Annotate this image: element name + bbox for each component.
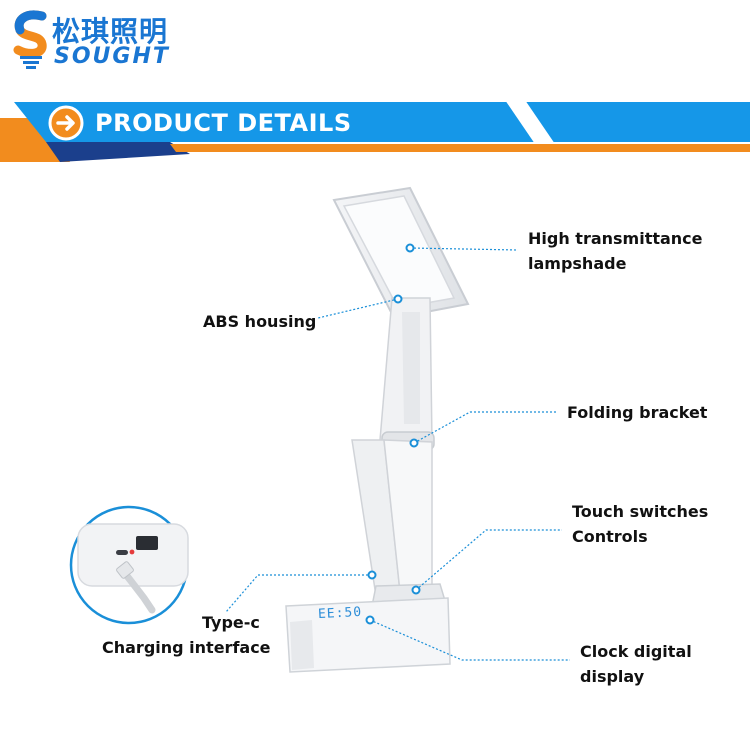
callout-dot (411, 585, 421, 595)
callout-dot (405, 243, 415, 253)
brand-name-cn: 松琪照明 (52, 15, 169, 48)
label-touch: Touch switches Controls (572, 499, 708, 549)
label-lampshade: High transmittance lampshade (528, 226, 703, 276)
callout-dot (365, 615, 375, 625)
callout-dot (393, 294, 403, 304)
callout-dot (367, 570, 377, 580)
label-clock-line1: Clock digital (580, 642, 692, 661)
label-typec-line2: Charging interface (102, 638, 271, 657)
brand-name-en: SOUGHT (54, 44, 170, 69)
label-lampshade-line1: High transmittance (528, 229, 703, 248)
section-banner (0, 100, 750, 162)
brand-logo-icon (13, 10, 47, 69)
label-housing: ABS housing (203, 312, 317, 331)
typec-inset (69, 505, 189, 625)
callout-dot (409, 438, 419, 448)
label-touch-line1: Touch switches (572, 502, 709, 521)
label-clock: Clock digital display (580, 639, 692, 689)
label-lampshade-line2: lampshade (528, 254, 627, 273)
label-typec-line1: Type-c (202, 613, 260, 632)
label-bracket: Folding bracket (567, 403, 708, 422)
banner-title: PRODUCT DETAILS (95, 109, 352, 137)
arrow-right-icon (56, 115, 75, 131)
label-clock-line2: display (580, 667, 645, 686)
label-touch-line2: Controls (572, 527, 648, 546)
